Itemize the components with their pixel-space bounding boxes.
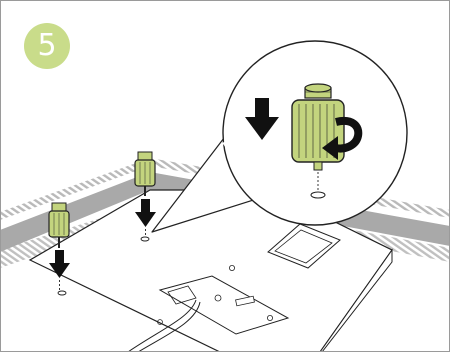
zoom-callout xyxy=(152,41,407,232)
step-number-badge: 5 xyxy=(24,23,70,69)
mounting-hole-left xyxy=(58,291,66,295)
mounting-hole-right xyxy=(141,237,149,241)
